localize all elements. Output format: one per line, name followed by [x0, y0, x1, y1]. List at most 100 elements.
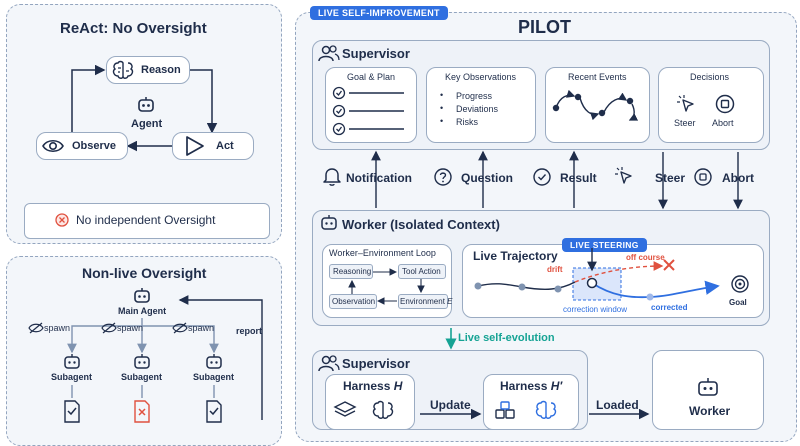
- eye-icon: [42, 139, 64, 153]
- subagent-label-1: Subagent: [51, 372, 93, 382]
- harness-brain-icon: [372, 400, 394, 419]
- observe-node: [36, 132, 128, 160]
- decision-abort-label: Abort: [712, 118, 734, 128]
- observation-node: [329, 294, 377, 309]
- decisions-card: [658, 67, 764, 143]
- reason-node: [106, 56, 190, 84]
- worker-target-card: [652, 350, 764, 430]
- signal-abort: Abort: [722, 171, 754, 185]
- loaded-label: Loaded: [596, 398, 639, 412]
- observation-bullet-3: •: [440, 116, 444, 126]
- loop-arrows: [348, 268, 425, 305]
- signal-result: Result: [560, 171, 597, 185]
- abort-stop-icon: [694, 168, 712, 186]
- live-steering-badge: LIVE STEERING: [562, 238, 647, 252]
- main-agent-icon: [134, 288, 150, 303]
- hidden-eye-icon-1: [28, 322, 44, 334]
- goal-label: Goal: [729, 298, 747, 307]
- live-trajectory-title: Live Trajectory: [473, 249, 558, 263]
- observation-bullet-1: •: [440, 90, 444, 100]
- subagent-label-3: Subagent: [193, 372, 235, 382]
- harness-label: Harness H: [343, 379, 403, 393]
- tool-action-node: [398, 264, 446, 279]
- subagent-label-2: Subagent: [121, 372, 163, 382]
- main-agent-label: Main Agent: [118, 306, 167, 316]
- signal-notification: Notification: [346, 171, 412, 185]
- spawn-label-1: spawn: [44, 323, 71, 333]
- observe-label: Observe: [72, 140, 117, 152]
- recent-events-title: Recent Events: [568, 72, 627, 82]
- signal-steer: Steer: [655, 171, 686, 185]
- observation-item-3: Risks: [456, 117, 478, 127]
- supervisor-harness-title: Supervisor: [342, 356, 410, 371]
- pilot-title: PILOT: [518, 17, 571, 37]
- loop-title: Worker–Environment Loop: [329, 248, 436, 258]
- environment-node: [398, 294, 448, 309]
- environment-label: Environment E: [400, 297, 453, 306]
- harness-prime-brain-icon: [535, 400, 557, 419]
- users-icon: [318, 45, 340, 62]
- users-icon-2: [318, 355, 340, 372]
- question-icon: [434, 168, 452, 186]
- harness-prime-label: Harness H′: [500, 379, 563, 393]
- corrected-label: corrected: [651, 303, 688, 312]
- act-label: Act: [216, 140, 234, 152]
- off-course-label: off course: [626, 253, 665, 262]
- subagent-icon-3: [206, 354, 222, 369]
- doc-check-icon-2: [206, 400, 222, 423]
- live-self-evolution-label: Live self-evolution: [458, 332, 555, 344]
- worker-title: Worker (Isolated Context): [342, 217, 500, 232]
- tool-action-label: Tool Action: [402, 267, 441, 276]
- react-title: ReAct: No Oversight: [60, 20, 207, 37]
- decisions-title: Decisions: [690, 72, 730, 82]
- worker-target-label: Worker: [689, 404, 731, 418]
- stop-icon: [715, 94, 735, 114]
- worker-target-robot-icon: [698, 378, 718, 396]
- bell-icon: [323, 168, 341, 186]
- observation-item-1: Progress: [456, 91, 493, 101]
- play-icon: [186, 136, 204, 156]
- act-node: [172, 132, 254, 160]
- no-icon: [55, 213, 69, 227]
- live-self-improvement-badge: LIVE SELF-IMPROVEMENT: [310, 6, 448, 20]
- robot-icon: [138, 97, 154, 112]
- supervisor-title: Supervisor: [342, 46, 410, 61]
- reasoning-label: Reasoning: [333, 267, 372, 276]
- update-label: Update: [430, 398, 471, 412]
- cursor-icon: [615, 167, 632, 184]
- no-oversight-text: No independent Oversight: [76, 213, 216, 227]
- agent-label: Agent: [131, 118, 163, 130]
- react-loop-arrows: [71, 64, 218, 152]
- nonlive-title: Non-live Oversight: [82, 265, 207, 281]
- worker-robot-icon: [321, 215, 337, 230]
- observation-item-2: Deviations: [456, 104, 499, 114]
- cursor-steer-icon: [677, 95, 694, 112]
- subagent-icon-2: [134, 354, 150, 369]
- spawn-label-2: spawn: [117, 323, 144, 333]
- reasoning-node: [329, 264, 373, 279]
- drift-label: drift: [547, 265, 563, 274]
- observation-label: Observation: [332, 297, 376, 306]
- trajectory-plot: [474, 248, 749, 301]
- layers-icon: [333, 401, 357, 417]
- signal-question: Question: [461, 171, 514, 185]
- observation-bullet-2: •: [440, 103, 444, 113]
- decision-steer-label: Steer: [674, 118, 696, 128]
- update-arrow: [420, 408, 650, 420]
- signal-arrows: [371, 150, 743, 350]
- report-label: report: [236, 326, 263, 336]
- nonlive-arrows: [67, 295, 263, 420]
- brain-icon: [112, 60, 134, 79]
- blocks-icon: [495, 401, 515, 419]
- hidden-eye-icon-3: [172, 322, 188, 334]
- events-path-icon: [552, 89, 639, 121]
- checklist-icon: [332, 86, 404, 136]
- goal-plan-title: Goal & Plan: [347, 72, 396, 82]
- reason-label: Reason: [141, 64, 181, 76]
- spawn-label-3: spawn: [188, 323, 215, 333]
- hidden-eye-icon-2: [101, 322, 117, 334]
- key-observations-card: [426, 67, 536, 143]
- doc-check-icon-1: [64, 400, 80, 423]
- correction-window-label: correction window: [563, 305, 628, 314]
- doc-cross-icon: [134, 400, 150, 423]
